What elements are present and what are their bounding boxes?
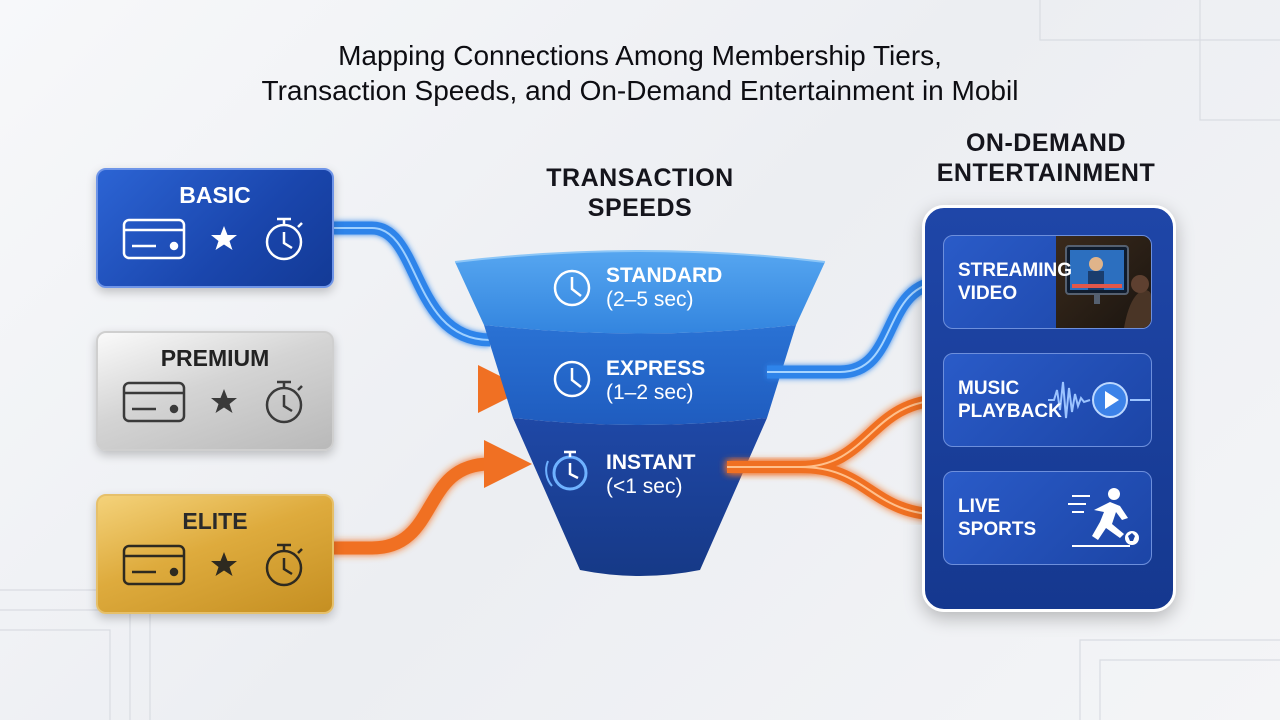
funnel-rim [454, 250, 826, 263]
entertainment-heading-line-1: ON-DEMAND [965, 129, 1127, 157]
clock-icon [553, 269, 591, 307]
speed-express-name: EXPRESS [606, 357, 706, 380]
premium-arrow-head [478, 365, 526, 413]
star-icon [211, 226, 237, 250]
funnel-standard-tier [455, 251, 825, 334]
speed-express: EXPRESS (1–2 sec) [606, 357, 705, 405]
stopwatch-icon [545, 450, 588, 491]
ent-music-line-1: MUSIC [958, 378, 1020, 399]
elite-to-instant-connector [330, 457, 491, 555]
transaction-heading-line-1: TRANSACTION [546, 164, 734, 192]
entertainment-heading: ON-DEMAND ENTERTAINMENT [920, 128, 1172, 188]
ent-music-line-2: PLAYBACK [958, 401, 1062, 422]
tier-basic-card: BASIC [96, 168, 334, 288]
clock-icon [553, 360, 591, 398]
page-title: Mapping Connections Among Membership Tie… [0, 38, 1280, 108]
title-line-2: Transaction Speeds, and On-Demand Entert… [261, 75, 1019, 106]
ent-sports-line-1: LIVE [958, 496, 1001, 517]
funnel-express-tier [484, 325, 796, 425]
ent-streaming-video-card[interactable]: STREAMING VIDEO [943, 235, 1152, 329]
tier-premium-card: PREMIUM [96, 331, 334, 451]
play-waveform-icon [1048, 381, 1150, 419]
tier-elite-icons [122, 543, 303, 587]
tier-premium-icons [122, 380, 303, 424]
speed-express-detail: (1–2 sec) [606, 381, 694, 404]
instant-connector-highlight [727, 399, 946, 516]
tier-basic-icons [122, 217, 303, 261]
credit-card-icon [122, 544, 186, 586]
credit-card-icon [122, 381, 186, 423]
tier-elite-label: ELITE [182, 508, 248, 534]
speed-instant: INSTANT (<1 sec) [606, 451, 695, 499]
speed-instant-detail: (<1 sec) [606, 475, 683, 498]
instant-to-sports-connector [727, 461, 946, 521]
tier-premium-label: PREMIUM [160, 345, 270, 371]
ent-streaming-line-2: VIDEO [958, 283, 1018, 304]
ent-music-playback-label: MUSIC PLAYBACK [958, 377, 1062, 423]
stopwatch-icon [265, 380, 303, 424]
speed-instant-name: INSTANT [606, 451, 696, 474]
transaction-heading-line-2: SPEEDS [587, 194, 693, 222]
ent-live-sports-card[interactable]: LIVE SPORTS [943, 471, 1152, 565]
stopwatch-icon [265, 543, 303, 587]
title-line-1: Mapping Connections Among Membership Tie… [338, 40, 942, 71]
ent-streaming-line-1: STREAMING [958, 260, 1072, 281]
stopwatch-icon [265, 217, 303, 261]
ent-sports-line-2: SPORTS [958, 519, 1037, 540]
speed-standard: STANDARD (2–5 sec) [606, 264, 722, 312]
ent-music-playback-card[interactable]: MUSIC PLAYBACK [943, 353, 1152, 447]
ent-streaming-video-label: STREAMING VIDEO [958, 259, 1072, 305]
play-icon [1105, 391, 1119, 409]
tier-basic-label: BASIC [179, 182, 251, 208]
soccer-player-icon [1068, 488, 1139, 547]
ent-live-sports-label: LIVE SPORTS [958, 495, 1036, 541]
elite-arrow-head [484, 440, 532, 488]
star-icon [211, 389, 237, 413]
waveform-icon [1048, 381, 1150, 419]
video-thumbnail-icon [1056, 236, 1151, 328]
speed-standard-detail: (2–5 sec) [606, 288, 694, 311]
basic-connector-highlight [330, 227, 491, 341]
star-icon [211, 552, 237, 576]
transaction-speeds-heading: TRANSACTION SPEEDS [520, 163, 760, 223]
credit-card-icon [122, 218, 186, 260]
speed-standard-name: STANDARD [606, 264, 723, 287]
entertainment-heading-line-2: ENTERTAINMENT [936, 159, 1156, 187]
tier-elite-card: ELITE [96, 494, 334, 614]
